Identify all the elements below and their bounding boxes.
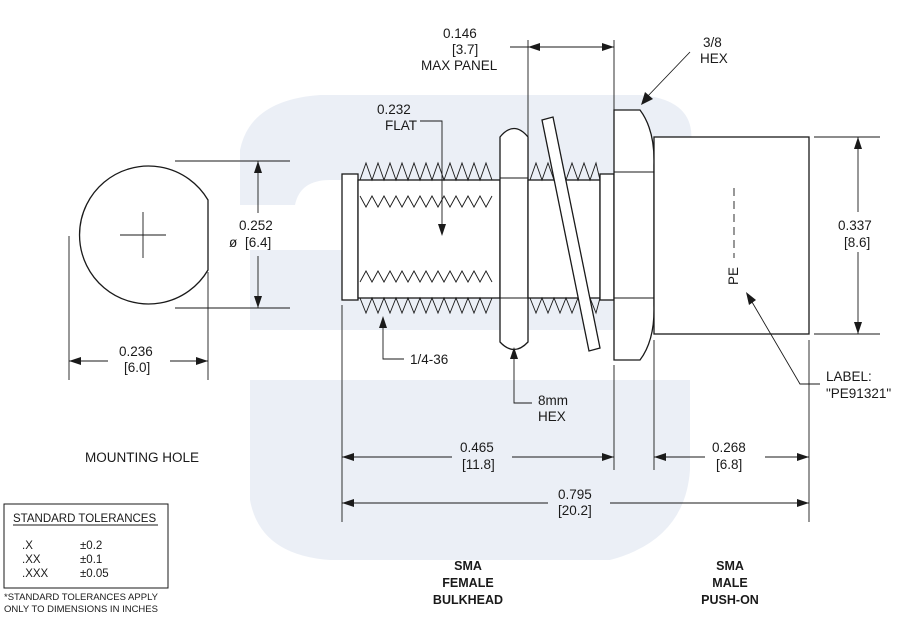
pe-label-mark: PE	[726, 267, 741, 285]
tol-val-1: ±0.2	[80, 540, 102, 552]
mounting-hole-view: 0.252 ø [6.4] 0.236 [6.0] MOUNTING HOLE	[68, 160, 290, 465]
dim-max-panel: 0.146 [3.7] MAX PANEL	[421, 26, 615, 137]
body-dia-mm: [8.6]	[844, 235, 870, 250]
body-dia-in: 0.337	[838, 218, 872, 233]
max-panel-label: MAX PANEL	[421, 58, 498, 73]
svg-text:SMA: SMA	[716, 559, 744, 573]
bottom-thread	[359, 296, 493, 315]
len-right-mm: [6.8]	[716, 457, 742, 472]
tol-key-1: .X	[22, 540, 33, 552]
hole-width-in: 0.236	[119, 344, 153, 359]
hex8-line1: 8mm	[538, 393, 568, 408]
tol-key-3: .XXX	[22, 568, 49, 580]
tol-note-2: ONLY TO DIMENSIONS IN INCHES	[4, 604, 158, 615]
hex-3-8	[613, 109, 655, 361]
hole-dia-in: 0.252	[239, 218, 273, 233]
push-on-body	[653, 136, 810, 335]
dim-lengths: 0.465 [11.8] 0.268 [6.8] 0.795 [20.2]	[341, 305, 810, 522]
callout-hex-8mm: 8mm HEX	[510, 347, 568, 424]
lock-washer	[541, 116, 601, 352]
tol-val-3: ±0.05	[80, 568, 109, 580]
thread-label: 1/4-36	[410, 352, 448, 367]
connector-right-label: SMA MALE PUSH-ON	[701, 559, 759, 607]
hex38-line2: HEX	[700, 51, 728, 66]
len-left-mm: [11.8]	[462, 457, 495, 472]
hex8-line2: HEX	[538, 409, 566, 424]
tolerance-box: STANDARD TOLERANCES .X ±0.2 .XX ±0.1 .XX…	[3, 503, 169, 615]
top-thread	[359, 161, 493, 182]
callout-label: LABEL: "PE91321"	[746, 292, 891, 401]
svg-text:MALE: MALE	[712, 576, 747, 590]
max-panel-in: 0.146	[443, 26, 477, 41]
max-panel-mm: [3.7]	[452, 42, 478, 57]
len-left-in: 0.465	[460, 440, 494, 455]
svg-text:BULKHEAD: BULKHEAD	[433, 593, 503, 607]
hex38-line1: 3/8	[703, 35, 722, 50]
tol-key-2: .XX	[22, 554, 41, 566]
flat-label: FLAT	[385, 118, 417, 133]
dia-symbol: ø	[229, 235, 237, 250]
callout-thread: 1/4-36	[379, 316, 448, 367]
label-line1: LABEL:	[826, 369, 872, 384]
hex-nut-8mm	[499, 127, 529, 351]
tolerance-title: STANDARD TOLERANCES	[13, 513, 156, 525]
flat-in: 0.232	[377, 102, 411, 117]
len-right-in: 0.268	[712, 440, 746, 455]
connector-side-view: PE	[341, 109, 810, 361]
tol-val-2: ±0.1	[80, 554, 102, 566]
hole-dia-mm: [6.4]	[245, 235, 271, 250]
callout-flat: 0.232 FLAT	[377, 102, 446, 236]
mounting-hole-title: MOUNTING HOLE	[85, 450, 199, 465]
connector-left-label: SMA FEMALE BULKHEAD	[433, 559, 503, 607]
tol-note-1: *STANDARD TOLERANCES APPLY	[4, 592, 159, 603]
front-end-cap	[341, 173, 359, 301]
len-total-mm: [20.2]	[558, 503, 592, 518]
label-line2: "PE91321"	[826, 386, 891, 401]
hole-width-mm: [6.0]	[124, 360, 150, 375]
svg-text:PUSH-ON: PUSH-ON	[701, 593, 759, 607]
len-total-in: 0.795	[558, 487, 592, 502]
svg-text:FEMALE: FEMALE	[442, 576, 493, 590]
callout-hex-3-8: 3/8 HEX	[641, 35, 728, 105]
dim-body-dia: 0.337 [8.6]	[814, 136, 880, 335]
svg-text:SMA: SMA	[454, 559, 482, 573]
